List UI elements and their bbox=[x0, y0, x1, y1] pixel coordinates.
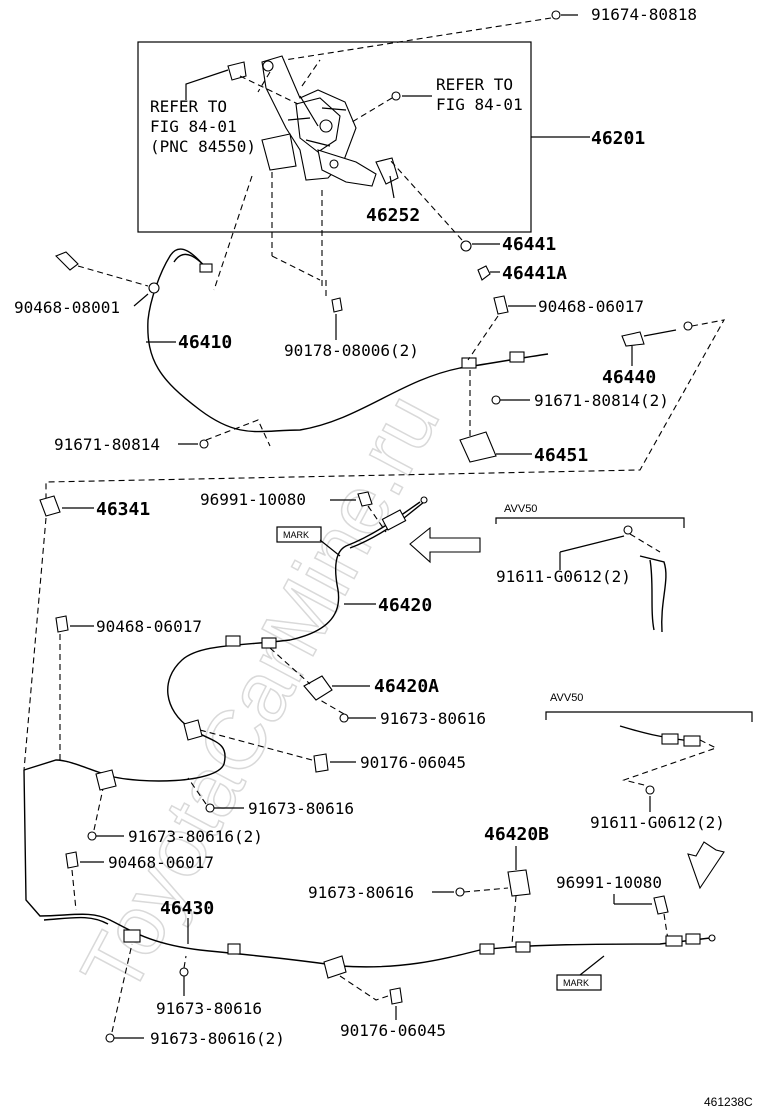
part-46440[interactable]: 46440 bbox=[45, 319, 726, 500]
part-91673-80616-d[interactable]: 91673-80616 bbox=[308, 883, 509, 902]
svg-text:46252: 46252 bbox=[366, 205, 420, 226]
svg-text:91673-80616: 91673-80616 bbox=[156, 999, 262, 1018]
svg-text:90468-06017: 90468-06017 bbox=[96, 617, 202, 636]
svg-text:91673-80616(2): 91673-80616(2) bbox=[150, 1029, 285, 1048]
svg-text:91611-G0612(2): 91611-G0612(2) bbox=[496, 567, 631, 586]
part-91673-80616-e[interactable]: 91673-80616 bbox=[156, 955, 262, 1018]
svg-text:91671-80814: 91671-80814 bbox=[54, 435, 160, 454]
svg-text:FIG 84-01: FIG 84-01 bbox=[436, 95, 523, 114]
part-91674-80818[interactable]: 91674-80818 bbox=[271, 5, 697, 63]
direction-arrow-lower bbox=[687, 841, 725, 890]
svg-text:91611-G0612(2): 91611-G0612(2) bbox=[590, 813, 725, 832]
part-91611-g0612-upper[interactable]: 91611-G0612(2) bbox=[496, 535, 631, 586]
svg-text:91673-80616: 91673-80616 bbox=[380, 709, 486, 728]
figure-code: 461238C bbox=[704, 1095, 753, 1109]
refer-note-right: REFER TO FIG 84-01 bbox=[402, 75, 523, 114]
svg-text:REFER TO: REFER TO bbox=[150, 97, 227, 116]
svg-text:46440: 46440 bbox=[602, 367, 656, 388]
svg-text:90176-06045: 90176-06045 bbox=[360, 753, 466, 772]
part-46441[interactable]: 46441 bbox=[389, 159, 556, 255]
direction-arrow-upper bbox=[409, 526, 481, 564]
svg-text:91674-80818: 91674-80818 bbox=[591, 5, 697, 24]
svg-text:AVV50: AVV50 bbox=[504, 503, 537, 515]
svg-text:46441A: 46441A bbox=[502, 263, 567, 284]
part-46252[interactable]: 46252 bbox=[366, 175, 420, 226]
part-90468-06017-mid[interactable]: 90468-06017 bbox=[55, 615, 202, 760]
part-91673-80616-a[interactable]: 91673-80616 bbox=[319, 699, 486, 728]
svg-text:46201: 46201 bbox=[591, 128, 645, 149]
part-91673-80616-pair-c[interactable]: 91673-80616(2) bbox=[87, 769, 263, 846]
svg-text:96991-10080: 96991-10080 bbox=[200, 490, 306, 509]
part-46441a[interactable]: 46441A bbox=[477, 263, 567, 284]
svg-text:MARK: MARK bbox=[563, 978, 589, 988]
svg-text:46441: 46441 bbox=[502, 234, 556, 255]
part-91611-g0612-lower[interactable]: 91611-G0612(2) bbox=[590, 785, 725, 832]
svg-text:46410: 46410 bbox=[178, 332, 232, 353]
svg-text:91673-80616: 91673-80616 bbox=[248, 799, 354, 818]
svg-text:91671-80814(2): 91671-80814(2) bbox=[534, 391, 669, 410]
svg-text:91673-80616: 91673-80616 bbox=[308, 883, 414, 902]
part-90176-06045-upper[interactable]: 90176-06045 bbox=[183, 719, 466, 773]
part-91673-80616-b[interactable]: 91673-80616 bbox=[187, 777, 354, 818]
front-cable-46410[interactable]: 46410 bbox=[146, 248, 549, 433]
parking-brake-pedal-drawing bbox=[227, 55, 401, 187]
part-96991-10080-lower[interactable]: 96991-10080 bbox=[556, 873, 669, 941]
svg-text:90468-06017: 90468-06017 bbox=[108, 853, 214, 872]
svg-text:96991-10080: 96991-10080 bbox=[556, 873, 662, 892]
svg-text:46341: 46341 bbox=[96, 499, 150, 520]
svg-text:(PNC 84550): (PNC 84550) bbox=[150, 137, 256, 156]
part-46420b[interactable]: 46420B bbox=[484, 824, 549, 945]
mark-label-upper: MARK bbox=[276, 526, 341, 557]
rear-cable-46430[interactable]: 46430 bbox=[23, 769, 716, 968]
part-90468-06017-lower[interactable]: 90468-06017 bbox=[65, 851, 214, 911]
pedal-assembly-46201[interactable]: 46201 bbox=[137, 41, 645, 233]
svg-text:91673-80616(2): 91673-80616(2) bbox=[128, 827, 263, 846]
part-91671-80814-pair[interactable]: 91671-80814(2) bbox=[469, 370, 669, 440]
leader-line bbox=[271, 255, 321, 281]
part-91671-80814[interactable]: 91671-80814 bbox=[54, 419, 271, 454]
part-46420a[interactable]: 46420A bbox=[269, 647, 439, 701]
svg-text:46420B: 46420B bbox=[484, 824, 549, 845]
svg-text:90468-08001: 90468-08001 bbox=[14, 298, 120, 317]
svg-text:46451: 46451 bbox=[534, 445, 588, 466]
svg-text:MARK: MARK bbox=[283, 530, 309, 540]
part-90468-08001[interactable]: 90468-08001 bbox=[14, 251, 149, 317]
part-91673-80616-pair-f[interactable]: 91673-80616(2) bbox=[105, 943, 285, 1048]
part-96991-10080-upper[interactable]: 96991-10080 bbox=[200, 490, 387, 533]
refer-note-left: REFER TO FIG 84-01 (PNC 84550) bbox=[150, 69, 256, 156]
rear-cable-46420[interactable]: 46420 bbox=[23, 496, 432, 782]
svg-text:46420A: 46420A bbox=[374, 676, 439, 697]
part-90176-06045-lower[interactable]: 90176-06045 bbox=[323, 955, 446, 1040]
svg-text:FIG 84-01: FIG 84-01 bbox=[150, 117, 237, 136]
svg-text:REFER TO: REFER TO bbox=[436, 75, 513, 94]
avv50-inset-lower: AVV50 bbox=[545, 692, 753, 787]
part-46341[interactable]: 46341 bbox=[23, 495, 150, 771]
svg-text:46430: 46430 bbox=[160, 898, 214, 919]
part-90178-08006[interactable]: 90178-08006(2) bbox=[284, 297, 419, 360]
avv50-inset-upper: AVV50 bbox=[495, 503, 685, 633]
svg-text:46420: 46420 bbox=[378, 595, 432, 616]
part-46451[interactable]: 46451 bbox=[459, 431, 588, 466]
part-90468-06017-upper[interactable]: 90468-06017 bbox=[467, 295, 644, 361]
leader-line bbox=[213, 175, 253, 291]
svg-text:AVV50: AVV50 bbox=[550, 692, 583, 704]
svg-text:90176-06045: 90176-06045 bbox=[340, 1021, 446, 1040]
mark-label-lower: MARK bbox=[556, 955, 605, 991]
svg-text:90468-06017: 90468-06017 bbox=[538, 297, 644, 316]
svg-text:90178-08006(2): 90178-08006(2) bbox=[284, 341, 419, 360]
